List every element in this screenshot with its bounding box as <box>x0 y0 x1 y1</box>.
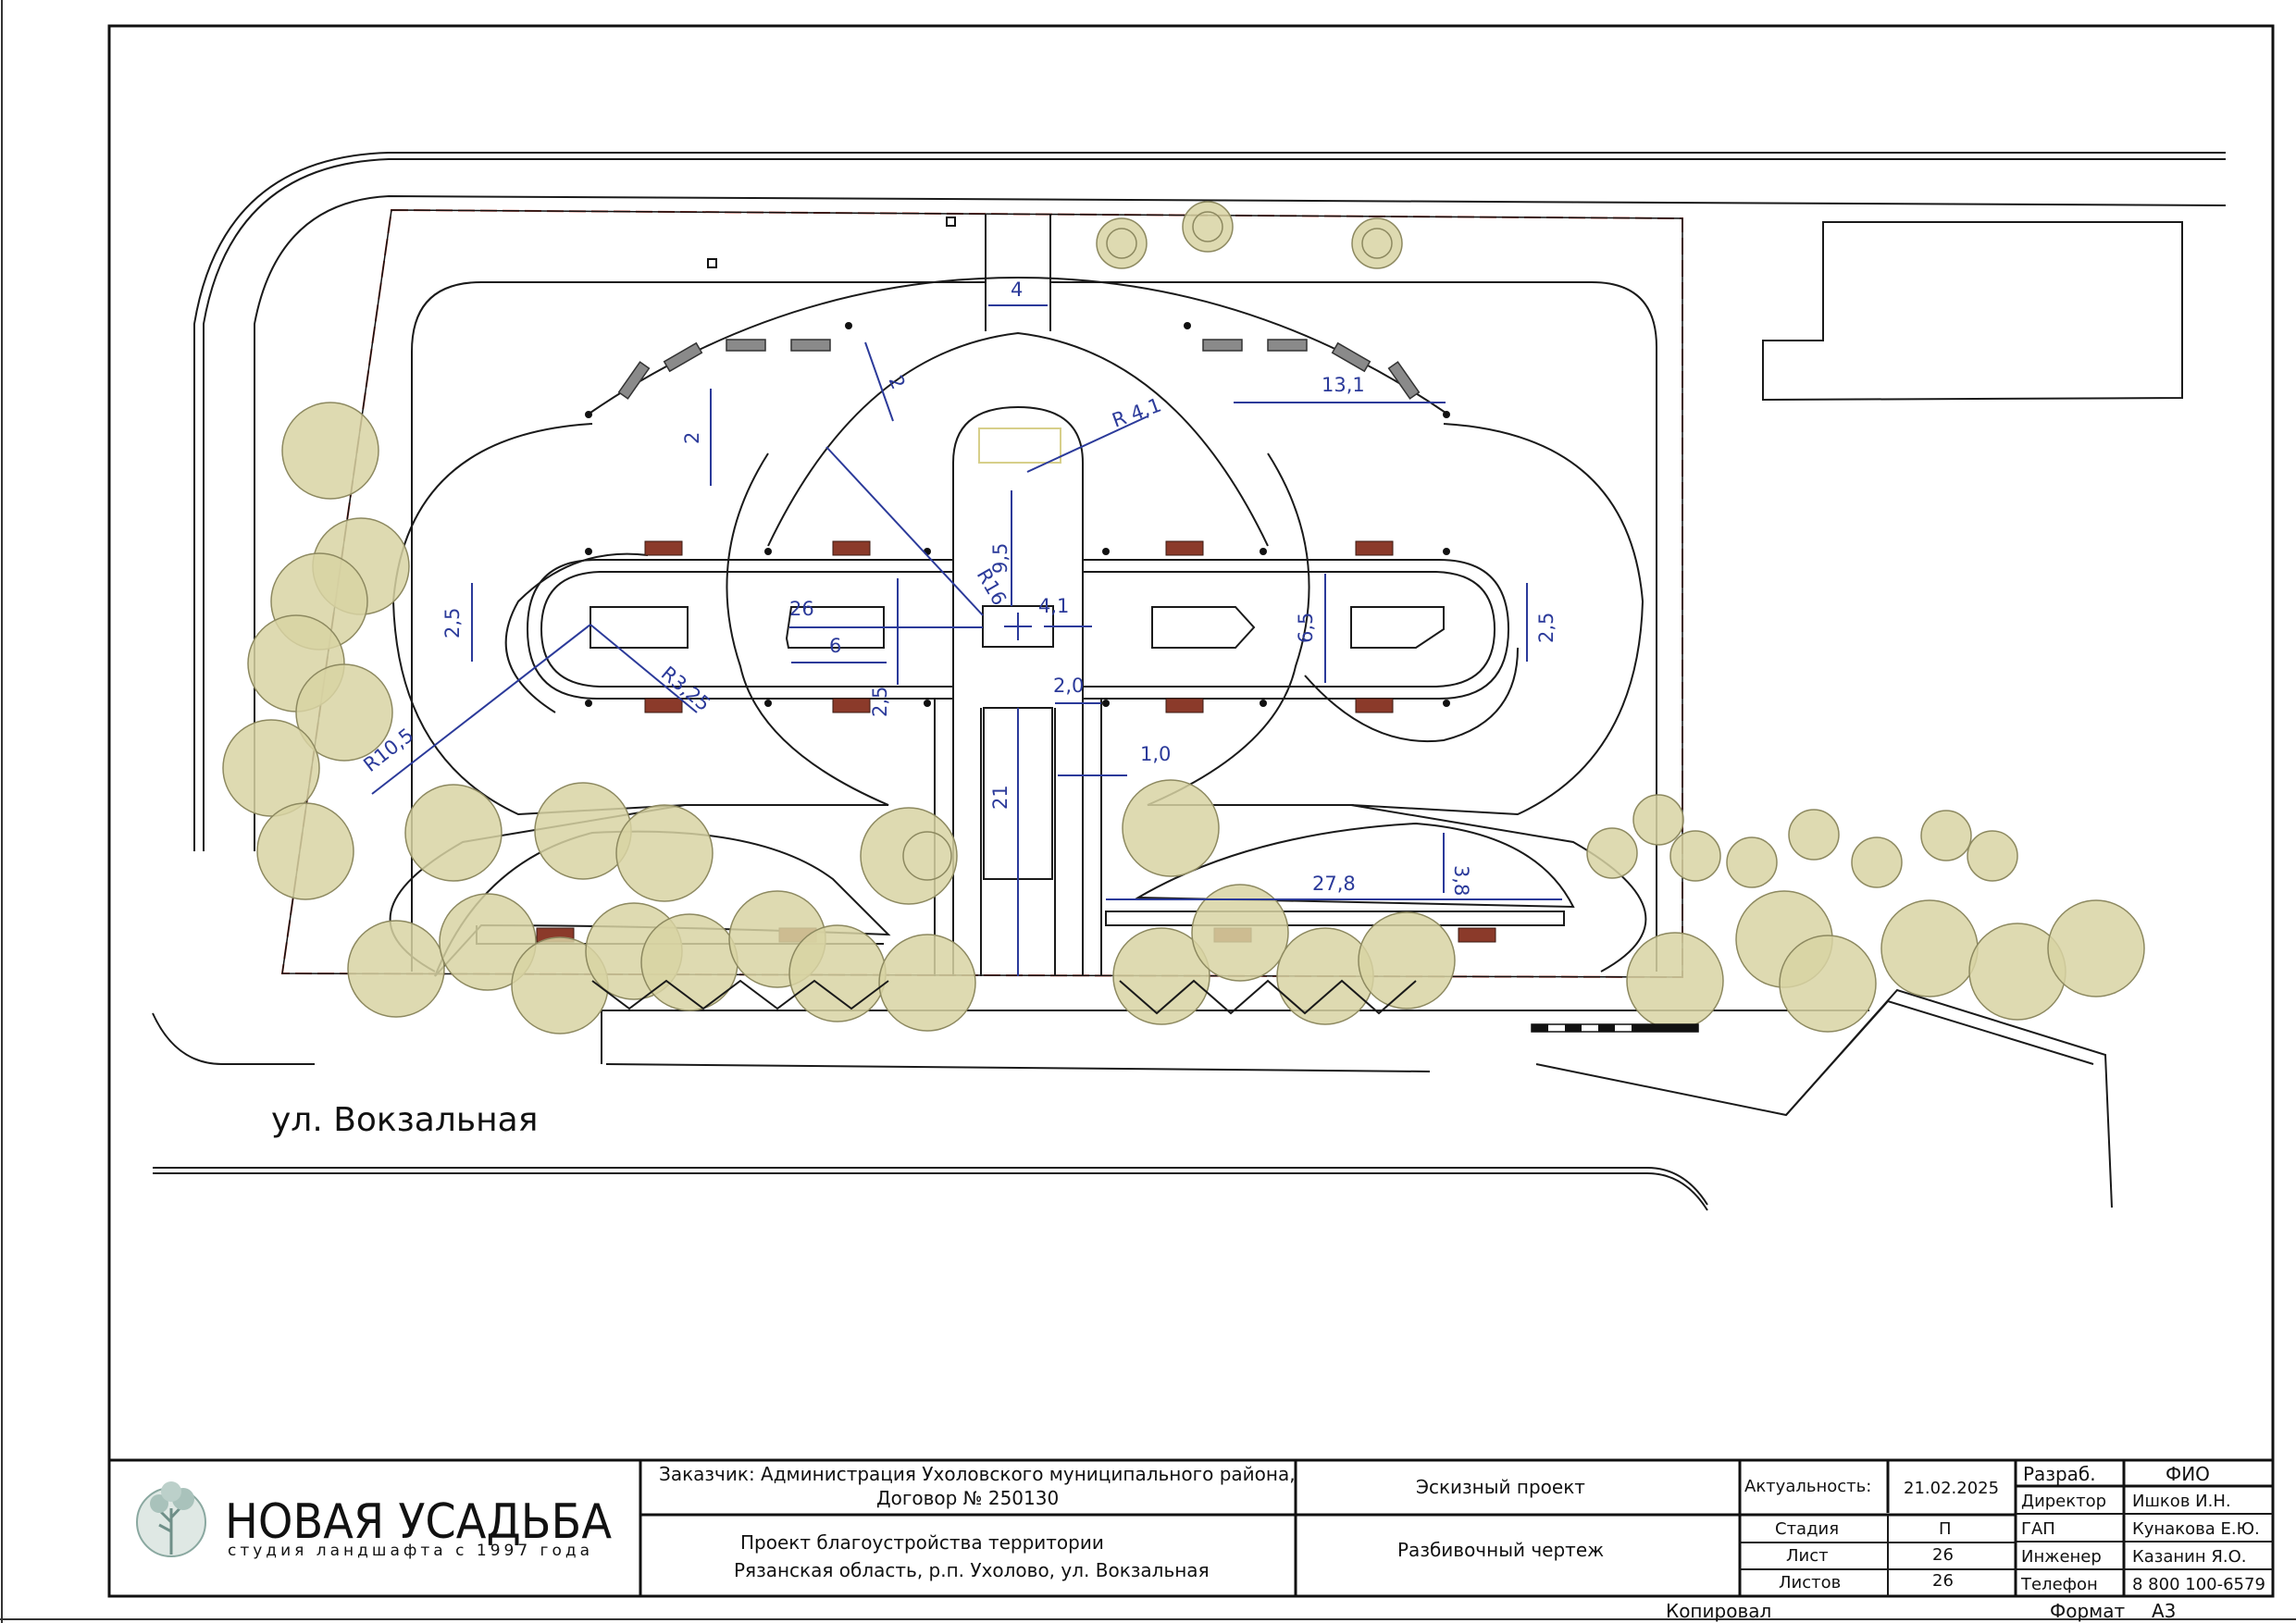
entrance-path <box>985 215 1051 331</box>
sheet-title: Разбивочный чертеж <box>1397 1539 1604 1561</box>
stage-label: Стадия <box>1775 1519 1839 1539</box>
sheets-label: Листов <box>1779 1573 1841 1592</box>
dim-3-8: 3,8 <box>1450 865 1472 896</box>
dim-6-5: 6,5 <box>1295 613 1317 643</box>
dim-21: 21 <box>989 785 1011 810</box>
sheet-label: Лист <box>1786 1546 1829 1566</box>
dim-2-0: 2,0 <box>1053 675 1084 697</box>
dim-6: 6 <box>829 635 841 657</box>
phone-label: Телефон <box>2020 1575 2098 1594</box>
sheet-value: 26 <box>1932 1545 1954 1565</box>
format-value: А3 <box>2152 1600 2176 1622</box>
dim-2-5-mid: 2,5 <box>869 687 891 717</box>
fio-label: ФИО <box>2166 1463 2210 1485</box>
outer-path <box>411 281 1657 972</box>
engineer-label: Инженер <box>2021 1547 2102 1567</box>
tree-logo-icon <box>136 1481 206 1557</box>
stage-title: Эскизный проект <box>1416 1476 1585 1498</box>
actuality-label: Актуальность: <box>1744 1477 1871 1496</box>
dim-2b: 2 <box>681 432 703 444</box>
central-arc <box>587 276 1449 415</box>
logo-main: НОВАЯ УСАДЬБА <box>225 1494 612 1550</box>
customer-line2: Договор № 250130 <box>876 1487 1059 1509</box>
trees <box>222 201 2145 1035</box>
building-outline <box>1762 221 2183 402</box>
customer-line1: Заказчик: Администрация Ухоловского муни… <box>659 1463 1296 1485</box>
street-label: ул. Вокзальная <box>271 1101 538 1139</box>
road-outline <box>152 152 2227 1211</box>
engineer-value: Казанин Я.О. <box>2132 1547 2247 1567</box>
sheets-value: 26 <box>1932 1571 1954 1591</box>
dim-9-5: 9,5 <box>989 543 1011 574</box>
gap-value: Кунакова Е.Ю. <box>2132 1519 2260 1539</box>
director-label: Директор <box>2021 1492 2106 1511</box>
title-block: НОВАЯ УСАДЬБА студия ландшафта с 1997 го… <box>107 1458 2275 1622</box>
dim-2-5-left: 2,5 <box>441 608 464 638</box>
project-line2: Рязанская область, р.п. Ухолово, ул. Вок… <box>734 1559 1210 1581</box>
dim-26: 26 <box>789 598 814 620</box>
dim-2a: 2 <box>884 372 909 392</box>
stage-value: П <box>1939 1519 1952 1539</box>
logo-sub: студия ландшафта с 1997 года <box>228 1542 593 1560</box>
gap-label: ГАП <box>2021 1519 2055 1539</box>
project-line1: Проект благоустройства территории <box>740 1531 1104 1554</box>
copied-label: Копировал <box>1666 1600 1771 1622</box>
dim-4-1: 4,1 <box>1038 595 1069 617</box>
left-ring <box>389 423 686 973</box>
dim-2-5-right: 2,5 <box>1535 613 1558 643</box>
arc-benches <box>617 339 1421 400</box>
right-ring <box>1350 423 1647 973</box>
dim-13-1: 13,1 <box>1322 374 1365 396</box>
hedge-zigzag <box>591 979 1417 1015</box>
dim-r-4-1: R 4,1 <box>1110 393 1165 431</box>
phone-value: 8 800 100-6579 <box>2132 1575 2265 1594</box>
dim-27-8: 27,8 <box>1312 873 1356 895</box>
dimension-lines <box>371 304 1562 976</box>
dim-1-0: 1,0 <box>1140 743 1171 765</box>
scale-bar <box>1531 1023 1699 1033</box>
actuality-value: 21.02.2025 <box>1904 1479 1999 1498</box>
dev-label: Разраб. <box>2023 1463 2096 1485</box>
planters <box>590 606 1445 649</box>
director-value: Ишков И.Н. <box>2132 1492 2231 1511</box>
format-label: Формат <box>2050 1600 2125 1622</box>
dim-4: 4 <box>1011 279 1023 301</box>
